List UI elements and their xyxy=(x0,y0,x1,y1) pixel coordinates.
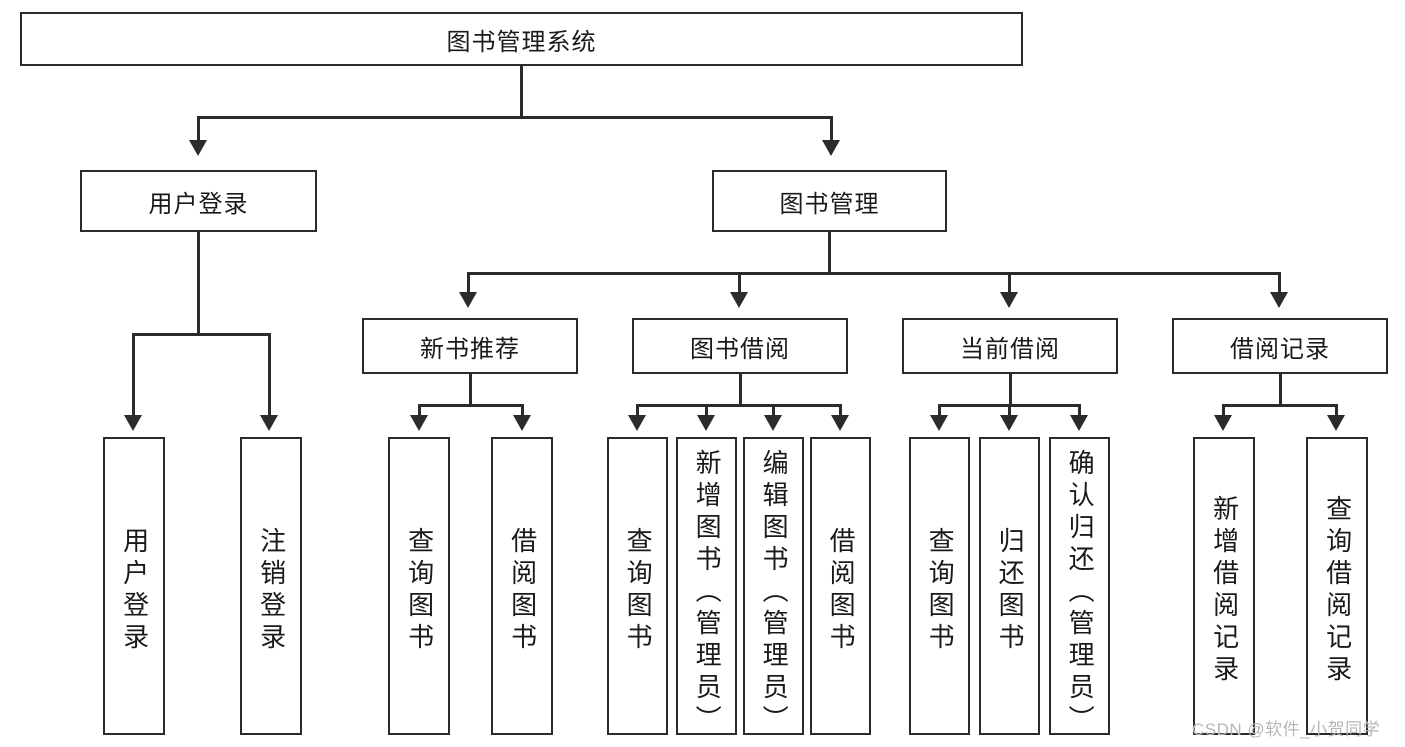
connector-currentborrow-drop-3 xyxy=(1078,404,1081,417)
connector-root-bar xyxy=(197,116,833,119)
node-current-borrow[interactable]: 当前借阅 xyxy=(902,318,1118,374)
node-book-management[interactable]: 图书管理 xyxy=(712,170,947,232)
connector-userlogin-stem xyxy=(197,232,200,335)
arrow-to-borrow-record xyxy=(1270,292,1288,308)
leaf-add-book-admin[interactable]: 新增图书（管理员） xyxy=(676,437,737,737)
connector-currentborrow-drop-2 xyxy=(1008,404,1011,417)
arrow-to-leaf-user-login xyxy=(124,415,142,431)
leaf-add-borrow-record[interactable]: 新增借阅记录 xyxy=(1193,437,1255,735)
arrow-to-bookborrow-leaf-1 xyxy=(628,415,646,431)
connector-root-stem xyxy=(520,66,523,118)
node-book-borrow[interactable]: 图书借阅 xyxy=(632,318,848,374)
leaf-return-book[interactable]: 归还图书 xyxy=(979,437,1040,735)
arrow-to-user-login xyxy=(189,140,207,156)
connector-userlogin-drop-1 xyxy=(132,333,135,417)
connector-userlogin-bar xyxy=(132,333,271,336)
node-user-login[interactable]: 用户登录 xyxy=(80,170,317,232)
connector-bookborrow-drop-4 xyxy=(839,404,842,417)
connector-root-drop-left xyxy=(197,116,200,142)
leaf-query-book-newbook[interactable]: 查询图书 xyxy=(388,437,450,735)
connector-newbook-drop-1 xyxy=(418,404,421,417)
connector-bookmgmt-drop-1 xyxy=(467,272,470,294)
leaf-query-book-current[interactable]: 查询图书 xyxy=(909,437,970,735)
arrow-to-bookborrow-leaf-2 xyxy=(697,415,715,431)
connector-bookmgmt-drop-3 xyxy=(1008,272,1011,294)
arrow-to-currentborrow-leaf-2 xyxy=(1000,415,1018,431)
node-root-system[interactable]: 图书管理系统 xyxy=(20,12,1023,66)
node-new-book-recommend[interactable]: 新书推荐 xyxy=(362,318,578,374)
node-borrow-record[interactable]: 借阅记录 xyxy=(1172,318,1388,374)
leaf-query-borrow-record[interactable]: 查询借阅记录 xyxy=(1306,437,1368,735)
connector-bookborrow-stem xyxy=(739,374,742,406)
arrow-to-currentborrow-leaf-3 xyxy=(1070,415,1088,431)
leaf-confirm-return-admin[interactable]: 确认归还（管理员） xyxy=(1049,437,1110,737)
connector-borrowrecord-bar xyxy=(1222,404,1338,407)
connector-root-drop-right xyxy=(830,116,833,142)
arrow-to-book-mgmt xyxy=(822,140,840,156)
arrow-to-new-book xyxy=(459,292,477,308)
leaf-borrow-book-newbook[interactable]: 借阅图书 xyxy=(491,437,553,735)
arrow-to-bookborrow-leaf-4 xyxy=(831,415,849,431)
watermark-label: CSDN @软件_小贺同学 xyxy=(1192,720,1381,739)
arrow-to-current-borrow xyxy=(1000,292,1018,308)
arrow-to-leaf-logout xyxy=(260,415,278,431)
connector-newbook-bar xyxy=(418,404,524,407)
leaf-edit-book-admin[interactable]: 编辑图书（管理员） xyxy=(743,437,804,737)
connector-bookborrow-drop-2 xyxy=(705,404,708,417)
connector-borrowrecord-stem xyxy=(1279,374,1282,406)
connector-currentborrow-drop-1 xyxy=(938,404,941,417)
arrow-to-newbook-leaf-2 xyxy=(513,415,531,431)
connector-bookmgmt-stem xyxy=(828,232,831,274)
connector-borrowrecord-drop-1 xyxy=(1222,404,1225,417)
arrow-to-borrowrecord-leaf-2 xyxy=(1327,415,1345,431)
connector-newbook-stem xyxy=(469,374,472,406)
connector-borrowrecord-drop-2 xyxy=(1335,404,1338,417)
connector-bookmgmt-bar xyxy=(467,272,1281,275)
connector-bookmgmt-drop-2 xyxy=(738,272,741,294)
arrow-to-borrowrecord-leaf-1 xyxy=(1214,415,1232,431)
arrow-to-book-borrow xyxy=(730,292,748,308)
leaf-user-login[interactable]: 用户登录 xyxy=(103,437,165,735)
leaf-logout[interactable]: 注销登录 xyxy=(240,437,302,735)
connector-bookborrow-bar xyxy=(636,404,842,407)
connector-bookborrow-drop-1 xyxy=(636,404,639,417)
connector-userlogin-drop-2 xyxy=(268,333,271,417)
connector-bookborrow-drop-3 xyxy=(772,404,775,417)
arrow-to-bookborrow-leaf-3 xyxy=(764,415,782,431)
connector-bookmgmt-drop-4 xyxy=(1278,272,1281,294)
arrow-to-currentborrow-leaf-1 xyxy=(930,415,948,431)
arrow-to-newbook-leaf-1 xyxy=(410,415,428,431)
leaf-query-book[interactable]: 查询图书 xyxy=(607,437,668,735)
connector-newbook-drop-2 xyxy=(521,404,524,417)
connector-currentborrow-stem xyxy=(1009,374,1012,406)
leaf-borrow-book[interactable]: 借阅图书 xyxy=(810,437,871,735)
